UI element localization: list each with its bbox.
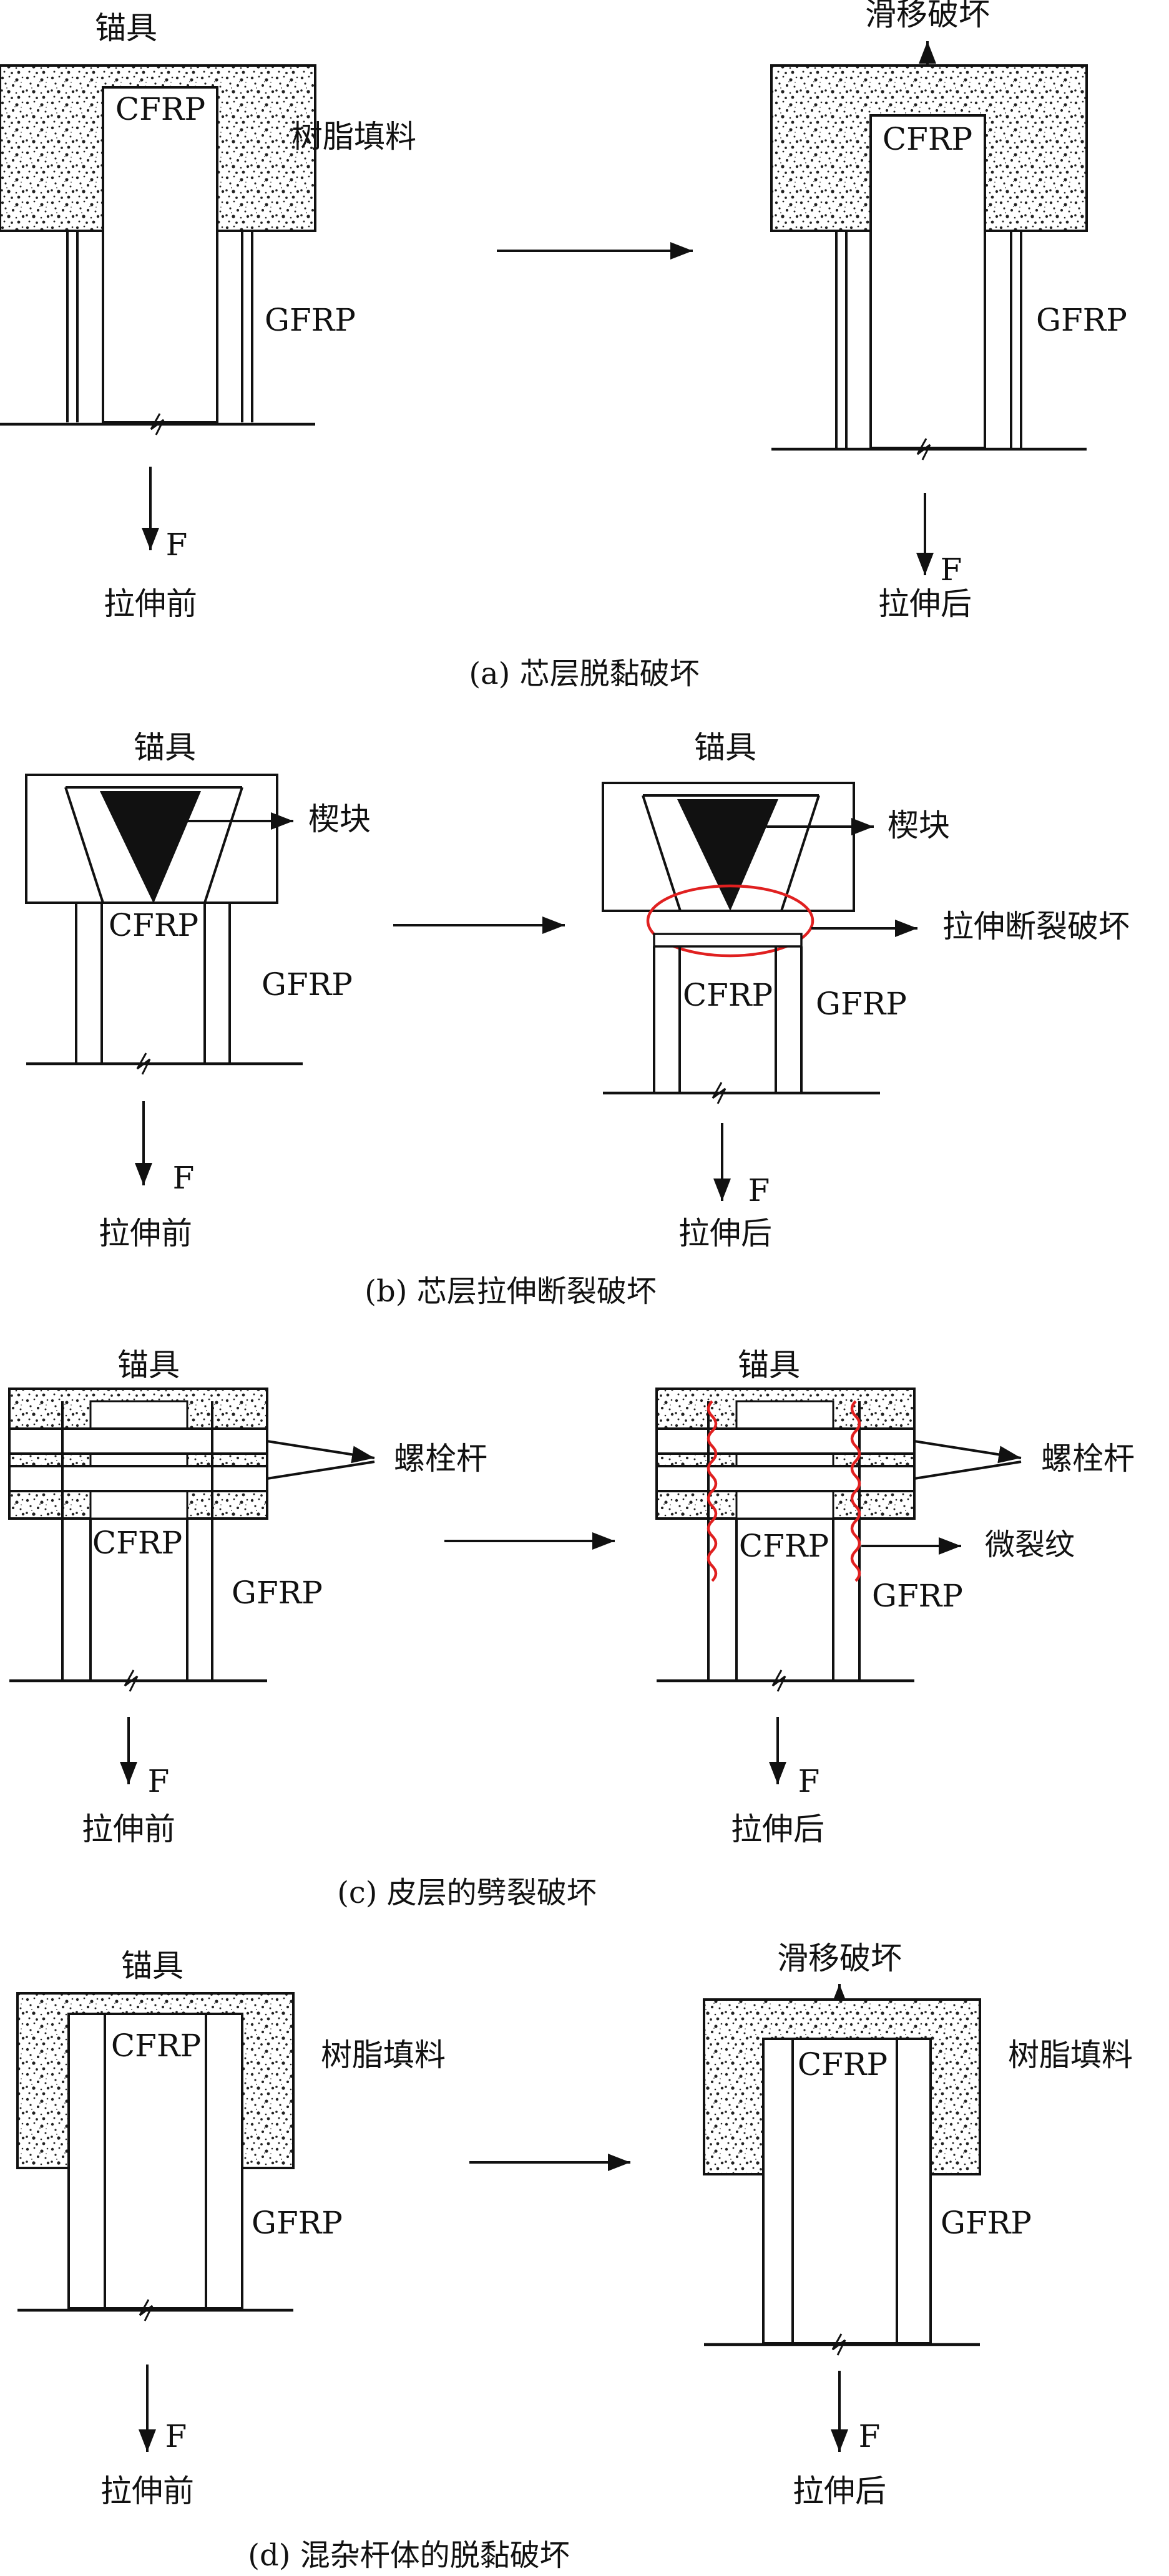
force-label: F [798, 1763, 820, 1799]
force-label: F [173, 1160, 195, 1196]
anchor-label: 锚具 [121, 1948, 183, 1984]
force-label: F [166, 527, 188, 563]
panel-a-after: 滑移破坏 CFRP GFRP F 拉伸后 [770, 0, 1127, 622]
shell-inner [67, 2013, 243, 2310]
state-label: 拉伸后 [878, 586, 972, 622]
shell-label: GFRP [262, 966, 353, 1003]
break-mark [771, 1670, 786, 1692]
state-label: 拉伸前 [99, 1215, 192, 1252]
core-label: CFRP [92, 1525, 182, 1561]
fractured-core-top [653, 933, 803, 948]
core-label: CFRP [109, 907, 198, 943]
bolt-pointer-upper [914, 1440, 1022, 1464]
break-mark [150, 413, 165, 435]
break-mark [831, 2333, 846, 2356]
break-mark [124, 1670, 139, 1692]
failure-label: 滑移破坏 [865, 0, 990, 32]
state-label: 拉伸前 [100, 2473, 194, 2509]
resin-label: 树脂填料 [1008, 2037, 1133, 2073]
state-label: 拉伸后 [678, 1215, 772, 1252]
panel-a: 锚具 CFRP 树脂填料 GFRP F 拉伸前 滑移破坏 [0, 0, 1127, 691]
bolt-rod-upper [655, 1427, 916, 1455]
force-label: F [941, 552, 962, 588]
resin-label: 树脂填料 [321, 2037, 446, 2073]
shell-inner [762, 2038, 932, 2345]
break-mark [136, 1052, 151, 1075]
microcrack-right [850, 1400, 861, 1582]
core-label: CFRP [739, 1528, 829, 1564]
force-label: F [148, 1763, 170, 1799]
panel-a-before: 锚具 CFRP 树脂填料 GFRP F 拉伸前 [0, 10, 416, 622]
failure-label: 滑移破坏 [777, 1940, 902, 1976]
force-label: F [165, 2418, 187, 2454]
core-rod [102, 86, 218, 424]
state-label: 拉伸前 [82, 1811, 175, 1847]
failure-label: 拉伸断裂破坏 [942, 908, 1130, 945]
wedge [677, 799, 778, 911]
panel-c-after: 锚具 螺栓杆 微裂纹 CFRP GFRP F 拉伸后 [655, 1347, 1135, 1847]
force-label: F [859, 2418, 881, 2454]
fracture-highlight [646, 884, 814, 958]
core-label: CFRP [115, 91, 205, 127]
anchor-label: 锚具 [694, 729, 756, 766]
resin-label: 树脂填料 [291, 119, 416, 155]
panel-c: 锚具 螺栓杆 CFRP GFRP F 拉伸前 锚具 [8, 1347, 1135, 1910]
bolt-rod-lower [8, 1465, 268, 1492]
anchor-label: 锚具 [134, 729, 196, 766]
shell-label: GFRP [232, 1575, 323, 1611]
panel-d: 锚具 CFRP 树脂填料 GFRP F 拉伸前 滑移破坏 CFRP 树脂填料 G… [16, 1940, 1133, 2573]
core-label: CFRP [798, 2046, 888, 2083]
shell-label: GFRP [265, 302, 356, 338]
core-label: CFRP [683, 977, 773, 1013]
wedge-label: 楔块 [888, 807, 950, 843]
caption-a: (a) 芯层脱黏破坏 [469, 656, 699, 691]
break-mark [139, 2299, 154, 2321]
crack-label: 微裂纹 [985, 1527, 1075, 1562]
caption-d: (d) 混杂杆体的脱黏破坏 [248, 2538, 569, 2573]
bolt-label: 螺栓杆 [1041, 1441, 1135, 1477]
wedge-label: 楔块 [308, 801, 371, 837]
state-label: 拉伸后 [731, 1811, 824, 1847]
break-mark [916, 438, 931, 460]
anchor-label: 锚具 [117, 1347, 180, 1383]
microcrack-left [707, 1400, 718, 1582]
bolt-pointer-lower [914, 1461, 1022, 1480]
panel-d-after: 滑移破坏 CFRP 树脂填料 GFRP F 拉伸后 [703, 1940, 1133, 2509]
anchor-label: 锚具 [95, 10, 157, 46]
core-rod [869, 114, 986, 449]
wedge-housing [642, 794, 820, 911]
shell-label: GFRP [816, 986, 907, 1022]
caption-b: (b) 芯层拉伸断裂破坏 [364, 1274, 656, 1309]
panel-c-before: 锚具 螺栓杆 CFRP GFRP F 拉伸前 [8, 1347, 487, 1847]
panel-b-before: 锚具 楔块 CFRP GFRP F 拉伸前 [25, 729, 371, 1252]
shell-label: GFRP [872, 1578, 963, 1614]
bolt-label: 螺栓杆 [394, 1441, 487, 1477]
bolt-rod-upper [8, 1427, 268, 1455]
bolt-pointer-upper [267, 1440, 375, 1464]
force-label: F [748, 1172, 770, 1208]
shell-label: GFRP [252, 2205, 343, 2241]
shell-label: GFRP [941, 2205, 1032, 2241]
wedge-housing [64, 786, 243, 903]
break-mark [712, 1082, 726, 1104]
caption-c: (c) 皮层的劈裂破坏 [337, 1875, 597, 1910]
panel-b: 锚具 楔块 CFRP GFRP F 拉伸前 锚具 楔块 [25, 729, 1130, 1309]
anchor-label: 锚具 [738, 1347, 800, 1383]
bolt-pointer-lower [267, 1461, 375, 1480]
core-rod [89, 1400, 188, 1520]
panel-d-before: 锚具 CFRP 树脂填料 GFRP F 拉伸前 [16, 1948, 446, 2509]
shell-label: GFRP [1036, 302, 1127, 338]
state-label: 拉伸后 [793, 2473, 886, 2509]
wedge [100, 791, 201, 903]
bolt-rod-lower [655, 1465, 916, 1492]
panel-b-after: 锚具 楔块 拉伸断裂破坏 CFRP GFRP F 拉伸后 [602, 729, 1130, 1252]
core-rod [735, 1400, 834, 1520]
state-label: 拉伸前 [104, 586, 197, 622]
core-label: CFRP [111, 2028, 201, 2064]
core-label: CFRP [883, 121, 972, 157]
